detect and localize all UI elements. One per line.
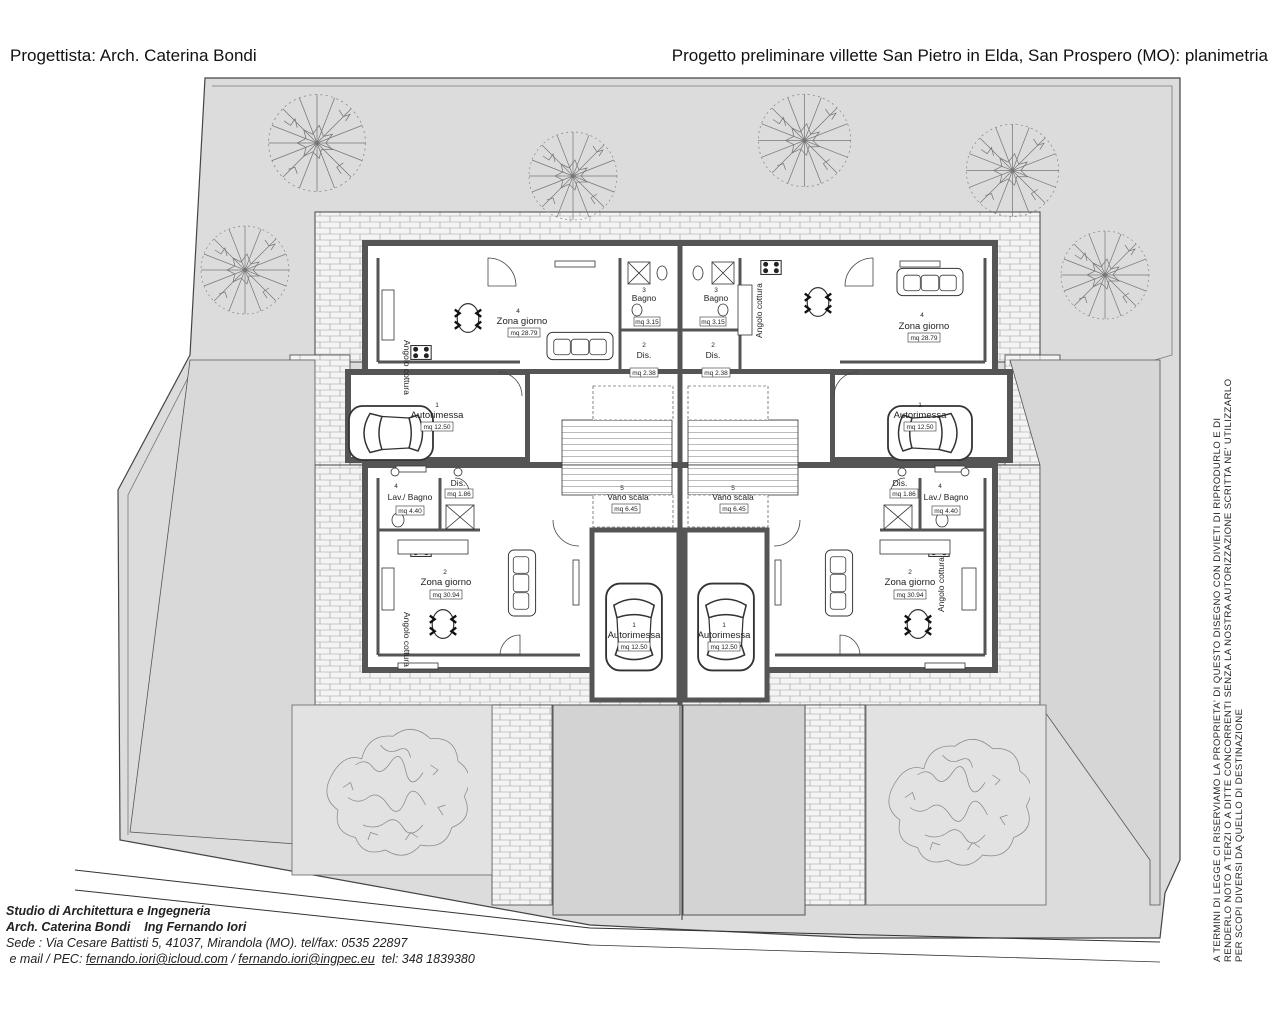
room-number: 2 bbox=[443, 569, 447, 576]
sofa bbox=[546, 331, 614, 361]
room-label-angolo-cottura: Angolo cottura bbox=[754, 283, 764, 338]
room-label-autorimessa: Autorimessa bbox=[608, 630, 662, 641]
room-number: 5 bbox=[731, 485, 735, 492]
room-label-bagno: Bagno bbox=[632, 293, 657, 303]
room-label-autorimessa: Autorimessa bbox=[894, 410, 948, 421]
room-label-dis: Dis. bbox=[706, 350, 721, 360]
room-number: 1 bbox=[722, 622, 726, 629]
room-label-dis: Dis. bbox=[637, 350, 652, 360]
room-area: mq 30.94 bbox=[896, 592, 923, 599]
room-number: 5 bbox=[620, 485, 624, 492]
email-separator: / bbox=[231, 952, 235, 966]
room-number: 2 bbox=[642, 342, 646, 349]
studio-contacts: e mail / PEC: fernando.iori@icloud.com /… bbox=[6, 951, 475, 967]
tree bbox=[200, 225, 290, 315]
pec-link[interactable]: fernando.iori@ingpec.eu bbox=[238, 952, 375, 966]
sofa bbox=[824, 549, 854, 617]
studio-credits: Studio di Architettura e Ingegneria Arch… bbox=[6, 903, 475, 967]
studio-architects: Arch. Caterina Bondi Ing Fernando Iori bbox=[6, 919, 475, 935]
room-area: mq 3.15 bbox=[635, 319, 659, 326]
room-number: 4 bbox=[938, 483, 942, 490]
room-area: mq 12.50 bbox=[906, 424, 933, 431]
studio-address: Sede : Via Cesare Battisti 5, 41037, Mir… bbox=[6, 936, 408, 950]
room-label-autorimessa: Autorimessa bbox=[698, 630, 752, 641]
room-area: mq 28.79 bbox=[910, 335, 937, 342]
room-number: 1 bbox=[918, 402, 922, 409]
room-number: 1 bbox=[435, 402, 439, 409]
engineer-name: Ing Fernando Iori bbox=[144, 920, 247, 934]
tree bbox=[1060, 230, 1150, 320]
car bbox=[696, 582, 756, 672]
room-area: mq 30.94 bbox=[432, 592, 459, 599]
room-label-zona-giorno: Zona giorno bbox=[421, 577, 472, 588]
room-area: mq 12.50 bbox=[710, 644, 737, 651]
room-number: 3 bbox=[714, 287, 718, 294]
room-area: mq 12.50 bbox=[423, 424, 450, 431]
room-label-vano-scala: Vano scala bbox=[607, 492, 649, 502]
room-number: 2 bbox=[908, 569, 912, 576]
room-area: mq 3.15 bbox=[701, 319, 725, 326]
room-number: 4 bbox=[394, 483, 398, 490]
room-number: 3 bbox=[642, 287, 646, 294]
email-link[interactable]: fernando.iori@icloud.com bbox=[85, 952, 228, 966]
studio-name: Studio di Architettura e Ingegneria bbox=[6, 904, 211, 918]
room-number: 4 bbox=[516, 308, 520, 315]
tree bbox=[268, 94, 366, 192]
sofa bbox=[896, 267, 964, 297]
room-label-angolo-cottura: Angolo cottura bbox=[936, 557, 946, 612]
building: 4 Zona giorno mq 28.79 4 Zona giorno mq … bbox=[345, 240, 1013, 705]
legal-note: A TERMINI DI LEGGE CI RISERVIAMO LA PROP… bbox=[1212, 378, 1245, 962]
project-title: Progetto preliminare villette San Pietro… bbox=[671, 46, 1268, 65]
mail-label: e mail / PEC: bbox=[9, 952, 83, 966]
room-area: mq 2.38 bbox=[632, 370, 656, 377]
architect-name: Arch. Caterina Bondi bbox=[6, 920, 131, 934]
room-area: mq 2.38 bbox=[704, 370, 728, 377]
room-label-lav-bagno: Lav./ Bagno bbox=[388, 492, 433, 502]
room-label-vano-scala: Vano scala bbox=[712, 492, 754, 502]
phone: tel: 348 1839380 bbox=[381, 952, 475, 966]
room-label-dis: Dis. bbox=[451, 478, 466, 488]
room-label-zona-giorno: Zona giorno bbox=[885, 577, 936, 588]
room-label-dis: Dis. bbox=[893, 478, 908, 488]
room-label-autorimessa: Autorimessa bbox=[411, 410, 465, 421]
room-label-bagno: Bagno bbox=[704, 293, 729, 303]
room-area: mq 12.50 bbox=[620, 644, 647, 651]
sofa bbox=[507, 549, 537, 617]
room-area: mq 6.45 bbox=[614, 506, 638, 513]
room-area: mq 28.79 bbox=[510, 330, 537, 337]
room-area: mq 6.45 bbox=[722, 506, 746, 513]
room-label-zona-giorno: Zona giorno bbox=[497, 316, 548, 327]
room-area: mq 1.86 bbox=[892, 491, 916, 498]
room-label-angolo-cottura: Angolo cottura bbox=[402, 612, 412, 667]
designer-title: Progettista: Arch. Caterina Bondi bbox=[10, 46, 257, 65]
tree bbox=[757, 93, 852, 188]
room-label-zona-giorno: Zona giorno bbox=[899, 321, 950, 332]
room-label-angolo-cottura: Angolo cottura bbox=[402, 340, 412, 395]
room-number: 4 bbox=[920, 312, 924, 319]
tree bbox=[528, 131, 618, 221]
room-area: mq 4.40 bbox=[398, 508, 422, 515]
room-area: mq 4.40 bbox=[934, 508, 958, 515]
tree bbox=[965, 123, 1060, 218]
room-label-lav-bagno: Lav./ Bagno bbox=[924, 492, 969, 502]
room-number: 2 bbox=[711, 342, 715, 349]
room-area: mq 1.86 bbox=[447, 491, 471, 498]
room-number: 1 bbox=[632, 622, 636, 629]
